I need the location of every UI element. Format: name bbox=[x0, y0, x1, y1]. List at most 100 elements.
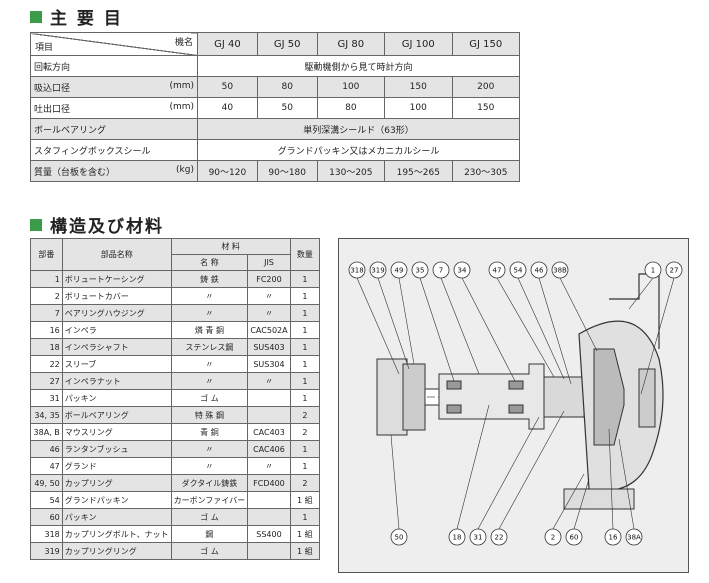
spec-table: 機名 項目 GJ 40 GJ 50 GJ 80 GJ 100 GJ 150 回転… bbox=[30, 32, 520, 182]
pump-cross-section-drawing: 318 319 49 35 7 34 47 54 46 38B 1 27 50 … bbox=[338, 238, 689, 573]
quantity: 1 組 bbox=[289, 525, 321, 543]
material-name: 〃 bbox=[170, 440, 249, 458]
material-jis: SS400 bbox=[247, 525, 291, 543]
quantity: 1 組 bbox=[289, 491, 321, 509]
material-jis bbox=[247, 508, 291, 526]
part-no: 7 bbox=[30, 304, 63, 322]
material-name: ダクタイル鋳鉄 bbox=[170, 474, 249, 492]
col-jis: JIS bbox=[247, 254, 291, 271]
part-no: 1 bbox=[30, 270, 63, 288]
spec-header-diagonal: 機名 項目 bbox=[30, 32, 198, 56]
section-heading-materials: 構造及び材料 bbox=[30, 212, 164, 237]
part-no: 54 bbox=[30, 491, 63, 509]
callout-label: 38B bbox=[551, 261, 569, 279]
callout-label: 27 bbox=[665, 261, 683, 279]
part-name: ボリュートケーシング bbox=[61, 270, 172, 288]
svg-text:319: 319 bbox=[371, 267, 384, 275]
col-material: 材 料 bbox=[170, 238, 291, 255]
svg-text:22: 22 bbox=[495, 534, 504, 542]
callout-label: 38A bbox=[625, 528, 643, 546]
part-name: ランタンブッシュ bbox=[61, 440, 172, 458]
quantity: 1 bbox=[289, 389, 321, 407]
quantity: 1 bbox=[289, 287, 321, 305]
spec-value: 50 bbox=[197, 76, 258, 98]
col-qty: 数量 bbox=[289, 238, 321, 271]
part-no: 31 bbox=[30, 389, 63, 407]
svg-text:7: 7 bbox=[439, 267, 443, 275]
spec-value: 40 bbox=[197, 97, 258, 119]
material-jis: CAC502A bbox=[247, 321, 291, 339]
quantity: 1 bbox=[289, 440, 321, 458]
material-name: ゴ ム bbox=[170, 542, 249, 560]
quantity: 1 bbox=[289, 321, 321, 339]
callout-label: 54 bbox=[509, 261, 527, 279]
spec-value: 100 bbox=[316, 76, 386, 98]
material-jis: SUS403 bbox=[247, 338, 291, 356]
spec-value: 90～180 bbox=[256, 160, 318, 182]
svg-text:54: 54 bbox=[514, 267, 523, 275]
callout-label: 60 bbox=[565, 528, 583, 546]
part-no: 46 bbox=[30, 440, 63, 458]
spec-row: スタフィングボックスシール グランドパッキン又はメカニカルシール bbox=[30, 139, 520, 161]
heading-title: 主 要 目 bbox=[50, 9, 123, 29]
material-jis: CAC403 bbox=[247, 423, 291, 441]
spec-value: 100 bbox=[384, 97, 453, 119]
spec-label: スタフィングボックスシール bbox=[30, 139, 198, 161]
spec-value: 195～265 bbox=[384, 160, 453, 182]
part-name: ボールベアリング bbox=[61, 406, 172, 424]
material-jis: 〃 bbox=[247, 304, 291, 322]
quantity: 2 bbox=[289, 423, 321, 441]
part-no: 2 bbox=[30, 287, 63, 305]
svg-text:60: 60 bbox=[570, 534, 579, 542]
quantity: 1 bbox=[289, 457, 321, 475]
part-no: 27 bbox=[30, 372, 63, 390]
part-name: カップリングリング bbox=[61, 542, 172, 560]
callout-label: 50 bbox=[390, 528, 408, 546]
quantity: 2 bbox=[289, 406, 321, 424]
model-col: GJ 40 bbox=[197, 32, 258, 56]
spec-row: 質量（台板を含む）(kg) 90～120 90～180 130～205 195～… bbox=[30, 160, 520, 182]
spec-value: 130～205 bbox=[316, 160, 386, 182]
heading-marker bbox=[30, 218, 42, 231]
heading-title: 構造及び材料 bbox=[50, 217, 164, 237]
material-name: 〃 bbox=[170, 457, 249, 475]
material-name: 鋳 鉄 bbox=[170, 270, 249, 288]
svg-text:34: 34 bbox=[458, 267, 467, 275]
quantity: 1 bbox=[289, 372, 321, 390]
quantity: 1 bbox=[289, 508, 321, 526]
part-name: マウスリング bbox=[61, 423, 172, 441]
spec-value: 80 bbox=[316, 97, 386, 119]
callout-label: 22 bbox=[490, 528, 508, 546]
material-jis: 〃 bbox=[247, 457, 291, 475]
svg-text:16: 16 bbox=[609, 534, 618, 542]
part-name: カップリングボルト、ナット bbox=[61, 525, 172, 543]
part-name: グランドパッキン bbox=[61, 491, 172, 509]
callout-label: 318 bbox=[348, 261, 366, 279]
part-no: 49, 50 bbox=[30, 474, 63, 492]
callout-label: 46 bbox=[530, 261, 548, 279]
material-jis bbox=[247, 389, 291, 407]
spec-row: 吸込口径(mm) 50 80 100 150 200 bbox=[30, 76, 520, 98]
callout-label: 18 bbox=[448, 528, 466, 546]
svg-text:47: 47 bbox=[493, 267, 502, 275]
part-name: インペラ bbox=[61, 321, 172, 339]
header-item-label: 項目 bbox=[35, 43, 54, 53]
spec-row: 回転方向 駆動機側から見て時計方向 bbox=[30, 55, 520, 77]
callout-label: 34 bbox=[453, 261, 471, 279]
svg-text:35: 35 bbox=[416, 267, 425, 275]
quantity: 1 bbox=[289, 338, 321, 356]
spec-row: 吐出口径(mm) 40 50 80 100 150 bbox=[30, 97, 520, 119]
material-name: 鋼 bbox=[170, 525, 249, 543]
part-name: グランド bbox=[61, 457, 172, 475]
